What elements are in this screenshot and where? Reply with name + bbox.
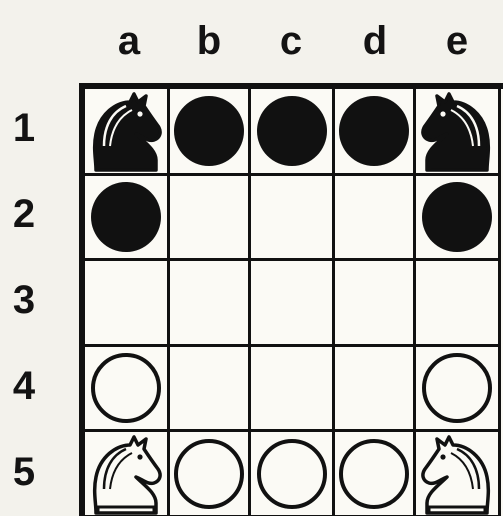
square-b2[interactable]: [170, 176, 251, 261]
square-b4[interactable]: [170, 347, 251, 432]
white-knight-icon[interactable]: [417, 433, 497, 515]
square-e1[interactable]: [416, 89, 501, 176]
square-a2[interactable]: [85, 176, 170, 261]
square-d2[interactable]: [335, 176, 416, 261]
game-board: [79, 83, 503, 516]
white-pawn-icon[interactable]: [171, 436, 247, 512]
square-b5[interactable]: [170, 432, 251, 516]
square-e4[interactable]: [416, 347, 501, 432]
rank-label-3: 4: [2, 343, 46, 429]
rank-label-0: 1: [2, 85, 46, 171]
black-pawn-icon[interactable]: [171, 93, 247, 169]
square-b1[interactable]: [170, 89, 251, 176]
square-a1[interactable]: [85, 89, 170, 176]
square-c5[interactable]: [251, 432, 335, 516]
black-pawn-icon[interactable]: [254, 93, 330, 169]
square-c3[interactable]: [251, 261, 335, 347]
file-label-1: b: [167, 17, 251, 65]
file-label-4: e: [415, 17, 499, 65]
square-d5[interactable]: [335, 432, 416, 516]
black-pawn-icon[interactable]: [419, 179, 495, 255]
black-knight-icon[interactable]: [417, 90, 497, 172]
square-c4[interactable]: [251, 347, 335, 432]
white-pawn-icon[interactable]: [336, 436, 412, 512]
rank-label-4: 5: [2, 429, 46, 515]
square-d3[interactable]: [335, 261, 416, 347]
square-a3[interactable]: [85, 261, 170, 347]
white-pawn-icon[interactable]: [419, 350, 495, 426]
black-pawn-icon[interactable]: [88, 179, 164, 255]
square-d4[interactable]: [335, 347, 416, 432]
white-knight-icon[interactable]: [86, 433, 166, 515]
file-label-0: a: [87, 17, 171, 65]
file-label-3: d: [333, 17, 417, 65]
square-e5[interactable]: [416, 432, 501, 516]
square-a5[interactable]: [85, 432, 170, 516]
black-knight-icon[interactable]: [86, 90, 166, 172]
square-e3[interactable]: [416, 261, 501, 347]
rank-label-1: 2: [2, 171, 46, 257]
square-d1[interactable]: [335, 89, 416, 176]
black-pawn-icon[interactable]: [336, 93, 412, 169]
square-a4[interactable]: [85, 347, 170, 432]
square-b3[interactable]: [170, 261, 251, 347]
square-c1[interactable]: [251, 89, 335, 176]
rank-label-2: 3: [2, 257, 46, 343]
white-pawn-icon[interactable]: [88, 350, 164, 426]
square-e2[interactable]: [416, 176, 501, 261]
square-c2[interactable]: [251, 176, 335, 261]
white-pawn-icon[interactable]: [254, 436, 330, 512]
file-label-2: c: [249, 17, 333, 65]
